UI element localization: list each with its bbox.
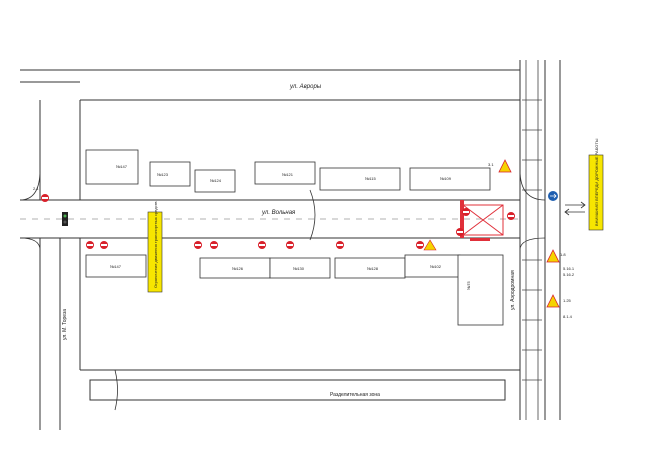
separator-zone-label: Разделительная зона bbox=[330, 392, 380, 398]
building-n130 bbox=[269, 257, 331, 279]
building-num-147-north: №147 bbox=[116, 164, 128, 169]
building-n147-south bbox=[85, 254, 147, 278]
no-entry-sign bbox=[416, 241, 424, 249]
warning-sign bbox=[546, 294, 560, 308]
sign-code-1-25: 1.25 bbox=[563, 298, 572, 303]
building-n147-north bbox=[85, 149, 139, 185]
no-entry-sign bbox=[456, 228, 464, 236]
building-num-147-south: №147 bbox=[110, 264, 122, 269]
no-entry-sign bbox=[86, 241, 94, 249]
banner-right: ВНИМАНИЕ! ВПЕРЕДИ ДОРОЖНЫЕ РАБОТЫ bbox=[588, 138, 604, 231]
sign-code-5-16-2: 5.16.2 bbox=[563, 272, 575, 277]
no-entry-signs bbox=[41, 194, 515, 249]
street-label-volnaya: ул. Вольная bbox=[261, 210, 296, 216]
building-n121 bbox=[254, 161, 316, 185]
no-entry-sign bbox=[507, 212, 515, 220]
direction-arrows bbox=[564, 201, 586, 216]
building-n123 bbox=[149, 161, 191, 187]
warning-sign bbox=[546, 249, 560, 263]
building-n124 bbox=[194, 169, 236, 193]
building-num-102: №102 bbox=[430, 264, 442, 269]
info-sign bbox=[548, 191, 558, 201]
banner-left: Ограничение движения транспортных средст… bbox=[147, 201, 163, 293]
sign-code-3-1: 3.1 bbox=[488, 162, 494, 167]
sign-code-8-1-4: 8.1.4 bbox=[563, 314, 573, 319]
no-entry-sign bbox=[336, 241, 344, 249]
sign-stack-right bbox=[423, 159, 560, 308]
sign-code-5-16-1: 5.16.1 bbox=[563, 266, 575, 271]
building-num-128: №128 bbox=[367, 266, 379, 271]
no-entry-sign bbox=[286, 241, 294, 249]
building-num-126: №126 bbox=[232, 266, 244, 271]
building-num-130: №130 bbox=[293, 266, 305, 271]
street-label-avrory: ул. Авроры bbox=[289, 84, 322, 90]
banner-right-text: ВНИМАНИЕ! ВПЕРЕДИ ДОРОЖНЫЕ РАБОТЫ bbox=[594, 138, 599, 226]
no-entry-sign bbox=[100, 241, 108, 249]
road-edges bbox=[20, 60, 561, 430]
building-n115 bbox=[319, 167, 401, 191]
warning-sign bbox=[498, 159, 512, 173]
building-num-124: №124 bbox=[210, 178, 222, 183]
railway bbox=[522, 60, 542, 420]
building-num-115: №115 bbox=[365, 176, 376, 181]
warning-sign bbox=[423, 239, 437, 251]
building-num-123: №123 bbox=[157, 172, 169, 177]
building-n109 bbox=[409, 167, 491, 191]
street-label-aerodromnaya: ул. Аэродромная bbox=[510, 270, 516, 310]
no-entry-sign bbox=[210, 241, 218, 249]
street-label-m-toreza: ул. М. Тореза bbox=[62, 309, 68, 340]
no-entry-sign bbox=[258, 241, 266, 249]
building-num-75: №75 bbox=[466, 280, 471, 290]
north-buildings bbox=[85, 149, 491, 193]
building-num-121: №121 bbox=[282, 172, 294, 177]
banner-left-text: Ограничение движения транспортных средст… bbox=[153, 201, 158, 288]
no-entry-sign bbox=[194, 241, 202, 249]
barriers bbox=[460, 200, 490, 241]
no-entry-sign bbox=[41, 194, 49, 202]
side-road-curves bbox=[19, 169, 546, 411]
building-n75 bbox=[457, 254, 504, 326]
sign-code-1-8: 1.8 bbox=[560, 252, 566, 257]
sign-code-2-1: 2.1 bbox=[33, 186, 39, 191]
traffic-light-left bbox=[62, 212, 68, 226]
building-num-109: №109 bbox=[440, 176, 452, 181]
no-entry-sign bbox=[462, 208, 470, 216]
south-buildings bbox=[85, 254, 504, 326]
